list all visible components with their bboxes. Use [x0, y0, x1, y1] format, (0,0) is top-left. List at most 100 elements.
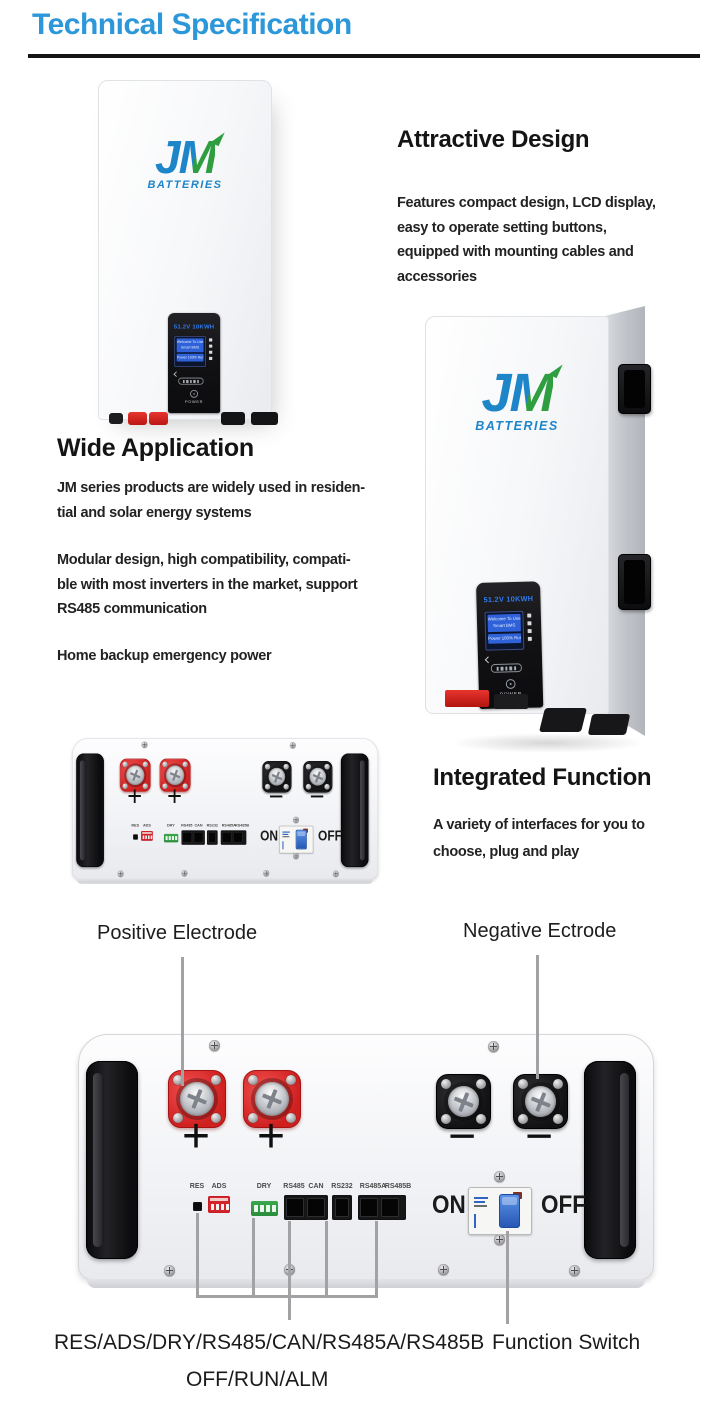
right-handle: [340, 753, 369, 868]
battery-control-panel: 51.2V 10KWH Welcome To Use Smart BMS Pow…: [168, 313, 221, 414]
section-body-integrated: A variety of interfaces for you to choos…: [433, 812, 645, 866]
battery-foot: [539, 708, 587, 732]
port-label-rs485: RS485: [283, 1183, 305, 1190]
screw-icon: [164, 1265, 175, 1276]
on-label: ON: [432, 1191, 466, 1219]
text-line: Modular design, high compatibility, comp…: [57, 552, 351, 568]
battery-connector-black: [221, 412, 245, 425]
reset-button: [193, 1202, 202, 1211]
negative-terminal: [262, 760, 292, 793]
dry-contact-block: [163, 833, 179, 843]
port-label-rs485b: RS485B: [235, 823, 250, 828]
circuit-breaker-switch: [468, 1187, 532, 1235]
breaker-toggle: [499, 1194, 520, 1228]
negative-terminal: [303, 760, 333, 793]
screw-icon: [494, 1234, 505, 1245]
rs485-can-ports: [181, 830, 205, 845]
plus-sign: +: [127, 781, 143, 813]
text-line: tial and solar energy systems: [57, 504, 252, 521]
ads-dip-switch: [141, 830, 153, 841]
callout-line-rs485ab: [375, 1221, 378, 1298]
text-line: accessories: [397, 268, 477, 285]
battery-model-text: 51.2V 10KWH: [483, 594, 534, 605]
terminal-panel-photo-small: + + − − RES ADS DRY RS485 CAN RS232 RS48…: [72, 738, 379, 884]
port-label-rs232: RS232: [206, 823, 218, 828]
logo-batteries-text: BATTERIES: [475, 419, 559, 433]
positive-terminal: [159, 758, 191, 792]
port-label-res: RES: [131, 823, 140, 828]
connector-strip-icon: [490, 663, 522, 673]
text-line: equipped with mounting cables and: [397, 244, 634, 260]
terminal-panel: + + − − RES ADS DRY RS485 CAN RS232 RS48…: [78, 1034, 654, 1288]
circuit-breaker-switch: [279, 825, 314, 854]
port-label-can: CAN: [308, 1183, 324, 1190]
battery-connector-red: [149, 412, 168, 425]
title-divider: [28, 54, 700, 58]
screw-icon: [117, 870, 124, 877]
power-button-icon: [505, 679, 516, 689]
section-body-wide-p2: Modular design, high compatibility, comp…: [57, 548, 358, 622]
terminal-panel-photo-large: + + − − RES ADS DRY RS485 CAN RS232 RS48…: [78, 1034, 654, 1288]
lcd-row: Welcome To Use Smart BMS: [487, 613, 521, 633]
text-line: Features compact design, LCD display,: [397, 195, 656, 211]
lcd-row: Power 100% Run: [488, 633, 522, 644]
plus-sign: +: [256, 1110, 286, 1163]
negative-terminal: [436, 1074, 491, 1129]
reset-button: [133, 834, 138, 840]
rs485-can-ports: [284, 1195, 328, 1220]
port-label-dry: DRY: [256, 1183, 272, 1190]
battery-connector: [109, 413, 123, 424]
left-handle: [86, 1061, 138, 1259]
screw-icon: [293, 816, 299, 823]
control-panel-area: 51.2V 10KWH Welcome To Use Smart BMS Pow…: [168, 313, 221, 414]
screw-icon: [332, 870, 339, 877]
power-label: POWER: [185, 400, 204, 405]
lcd-text-line: Power 100% Run: [176, 355, 204, 360]
callout-line-res: [196, 1213, 199, 1298]
jm-batteries-logo: JM BATTERIES: [426, 360, 608, 433]
text-line: A variety of interfaces for you to: [433, 817, 645, 833]
plus-sign: +: [167, 781, 183, 813]
lcd-text-line: Power 100% Run: [488, 635, 522, 641]
screw-icon: [488, 1041, 499, 1052]
negative-electrode-label: Negative Ectrode: [463, 920, 617, 942]
negative-terminal: [513, 1074, 568, 1129]
text-line: JM series products are widely used in re…: [57, 480, 365, 496]
callout-line-function-switch: [506, 1231, 509, 1324]
side-handle: [618, 554, 651, 610]
screw-icon: [141, 741, 148, 748]
minus-sign: −: [268, 781, 284, 813]
section-heading-wide: Wide Application: [57, 434, 254, 462]
screw-icon: [494, 1171, 505, 1182]
rs232-port: [206, 830, 218, 845]
positive-terminal: [119, 758, 151, 792]
power-button-icon: [190, 390, 199, 398]
callout-line-negative: [536, 955, 539, 1079]
screw-icon: [181, 869, 188, 877]
right-handle: [584, 1061, 636, 1259]
logo-jm-text: JM: [155, 128, 225, 180]
rs232-port: [332, 1195, 352, 1220]
screw-icon: [438, 1264, 449, 1275]
lcd-text-line: Smart BMS: [181, 345, 200, 350]
callout-line-rs232: [325, 1221, 328, 1298]
connector-strip-icon: [178, 377, 204, 385]
battery-front-photo: JM BATTERIES 51.2V 10KWH Welcome To Use …: [98, 80, 278, 425]
rs485a-rs485b-ports: [358, 1195, 406, 1220]
jm-batteries-logo: JM BATTERIES: [99, 128, 271, 191]
positive-electrode-label: Positive Electrode: [97, 922, 258, 944]
positive-terminal: [243, 1070, 301, 1128]
ports-callout-label: RES/ADS/DRY/RS485/CAN/RS485A/RS485B: [54, 1331, 485, 1354]
off-label: OFF: [318, 828, 342, 845]
port-label-ads: ADS: [143, 823, 151, 828]
port-label-rs485b: RS485B: [384, 1183, 412, 1190]
led-indicators: [527, 613, 532, 645]
on-label: ON: [260, 828, 279, 845]
battery-front-face: JM BATTERIES 51.2V 10KWH Welcome To Use …: [425, 316, 609, 714]
text-line: RS485 communication: [57, 601, 207, 617]
text-line: Home backup emergency power: [57, 648, 272, 664]
function-switch-label: Function Switch: [492, 1331, 641, 1354]
callout-line-dry: [252, 1218, 255, 1298]
positive-terminal: [168, 1070, 226, 1128]
rs485a-rs485b-ports: [220, 830, 247, 845]
